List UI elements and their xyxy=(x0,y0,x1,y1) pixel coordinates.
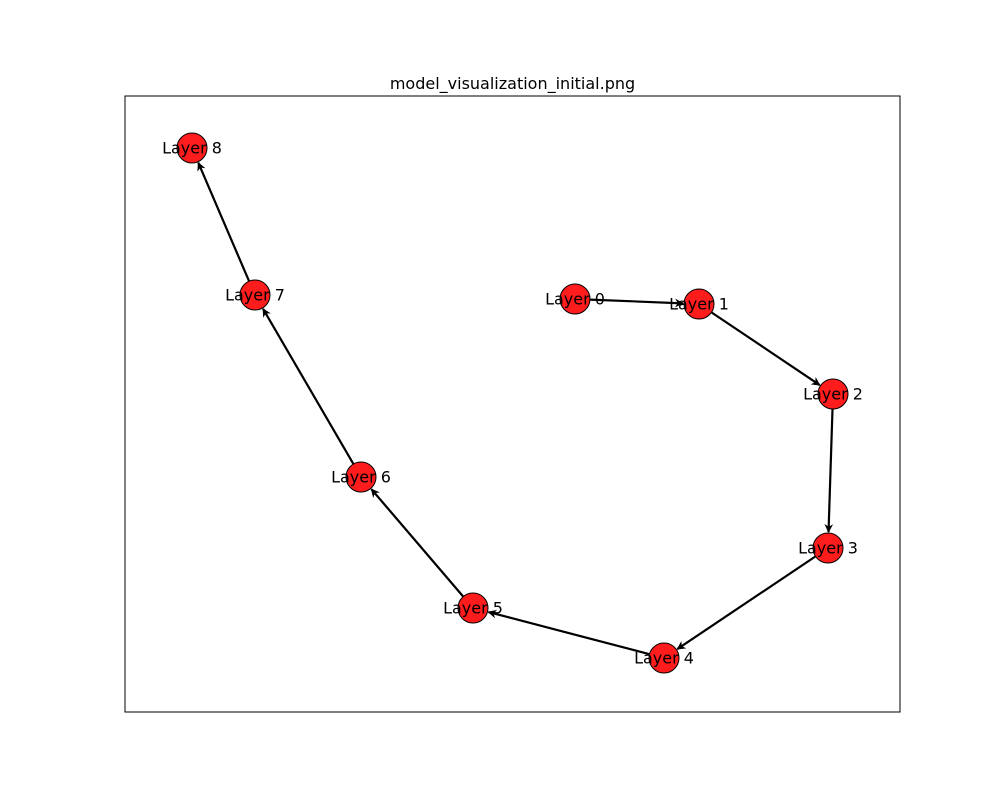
node-label: Layer 7 xyxy=(225,286,285,305)
node-label: Layer 2 xyxy=(803,385,863,404)
node-label: Layer 1 xyxy=(669,295,729,314)
node-circle xyxy=(683,288,715,320)
edge-n5-n6 xyxy=(370,488,465,598)
node-circle xyxy=(817,378,849,410)
axes-frame xyxy=(124,95,901,713)
nodes-layer: Layer 0 Layer 1 Layer 2 Layer 3 Layer 4 Layer… xyxy=(162,132,863,674)
graph-node-4: Layer 4 xyxy=(634,642,694,674)
edge-n3-n4 xyxy=(676,555,817,651)
graph-node-1: Layer 1 xyxy=(669,288,729,320)
graph-node-8: Layer 8 xyxy=(162,132,222,164)
edge-n0-n1 xyxy=(589,298,684,308)
node-circle xyxy=(345,461,377,493)
edge-n6-n7 xyxy=(262,308,355,465)
node-label: Layer 4 xyxy=(634,649,694,668)
node-circle xyxy=(176,132,208,164)
graph-node-7: Layer 7 xyxy=(225,279,285,311)
graph-node-6: Layer 6 xyxy=(331,461,391,493)
edges-layer xyxy=(197,161,834,656)
node-circle xyxy=(457,592,489,624)
graph-node-2: Layer 2 xyxy=(803,378,863,410)
node-label: Layer 6 xyxy=(331,468,391,487)
node-label: Layer 3 xyxy=(798,539,858,558)
graph-node-0: Layer 0 xyxy=(545,283,605,315)
node-label: Layer 8 xyxy=(162,139,222,158)
graph-node-3: Layer 3 xyxy=(798,532,858,564)
node-circle xyxy=(559,283,591,315)
graph-node-5: Layer 5 xyxy=(443,592,503,624)
node-circle xyxy=(648,642,680,674)
figure-title: model_visualization_initial.png xyxy=(390,74,635,94)
node-label: Layer 5 xyxy=(443,599,503,618)
edge-n1-n2 xyxy=(710,311,821,386)
node-circle xyxy=(812,532,844,564)
node-label: Layer 0 xyxy=(545,290,605,309)
edge-n4-n5 xyxy=(487,609,650,656)
node-circle xyxy=(239,279,271,311)
edge-n2-n3 xyxy=(824,408,834,533)
edge-n7-n8 xyxy=(197,161,251,282)
